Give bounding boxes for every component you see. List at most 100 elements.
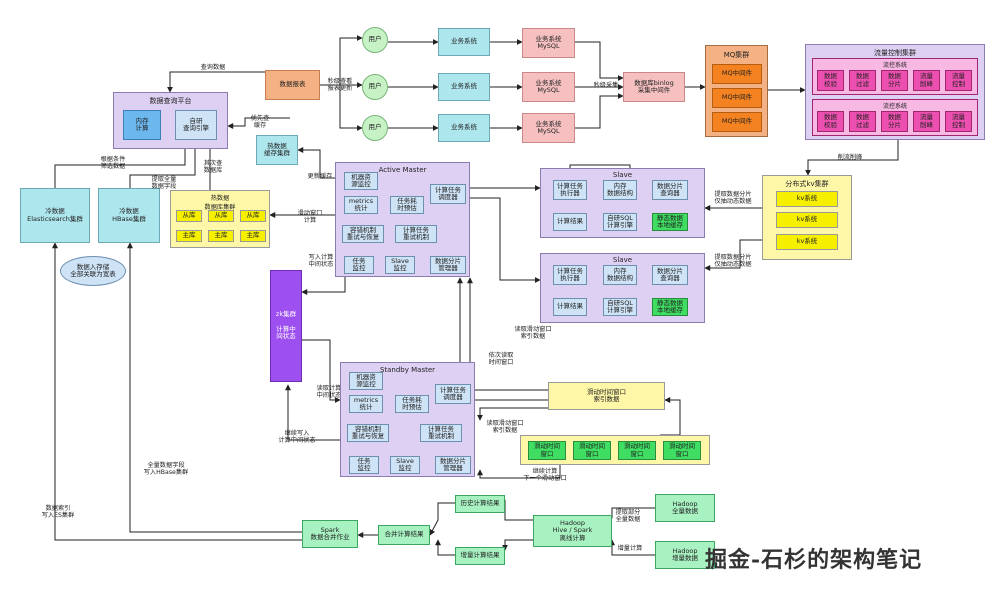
flow-title: 流量控制集群 [874, 49, 916, 57]
spark-merge-job[interactable]: Spark 数据合并作业 [302, 520, 358, 548]
label-partial-full: 提取部分 全量数据 [615, 509, 641, 524]
user-node-1[interactable]: 用户 [362, 27, 388, 53]
biz-system-3[interactable]: 业务系统 [438, 114, 490, 142]
label-read-seq: 依次读取 时间窗口 [488, 352, 514, 367]
label-extract-1: 提取数据分片 仅抽动态数据 [714, 191, 752, 206]
slave1-shard-query[interactable]: 数据分片 查询器 [652, 180, 688, 200]
hot-slave-3[interactable]: 从库 [240, 210, 266, 222]
biz-system-2[interactable]: 业务系统 [438, 73, 490, 101]
am-task-monitor[interactable]: 任务 监控 [344, 256, 374, 274]
window-4[interactable]: 滑动时间 窗口 [663, 441, 701, 460]
slave2-title: Slave [612, 256, 633, 264]
am-slave-monitor[interactable]: Slave 监控 [385, 256, 415, 274]
flow1-item-3[interactable]: 数据 分片 [881, 70, 908, 91]
label-peak-shaving: 削流削峰 [837, 154, 863, 161]
cold-es-cluster[interactable]: 冷数据 Elasticsearch集群 [20, 188, 90, 243]
window-1[interactable]: 滑动时间 窗口 [528, 441, 566, 460]
hadoop-full-data[interactable]: Hadoop 全量数据 [655, 494, 715, 522]
flow1-item-2[interactable]: 数据 过滤 [849, 70, 876, 91]
label-write-es: 数据索引 写入ES集群 [41, 505, 75, 520]
sm-resource-monitor[interactable]: 机器资 源监控 [349, 372, 383, 390]
kv-item-2[interactable]: kv系统 [776, 212, 838, 228]
hot-master-1[interactable]: 主库 [176, 230, 202, 242]
hadoop-inc-data[interactable]: Hadoop 增量数据 [655, 541, 715, 569]
flow1-item-5[interactable]: 流量 控制 [945, 70, 972, 91]
slave2-static-cache[interactable]: 静态数据 本地缓存 [652, 298, 688, 316]
am-eta[interactable]: 任务耗 时预估 [390, 196, 424, 214]
hot-cache-cluster[interactable]: 热数据 缓存集群 [256, 135, 298, 165]
window-3[interactable]: 滑动时间 窗口 [618, 441, 656, 460]
flow-sys1-title: 流控系统 [882, 62, 907, 69]
sliding-window-index[interactable]: 滑动时间窗口 索引数据 [548, 382, 665, 410]
flow1-item-4[interactable]: 流量 削峰 [913, 70, 940, 91]
cold-hbase-cluster[interactable]: 冷数据 HBase集群 [98, 188, 160, 243]
flow2-item-3[interactable]: 数据 分片 [881, 111, 908, 132]
am-retry[interactable]: 计算任务 重试机制 [395, 225, 437, 243]
watermark: 掘金-石杉的架构笔记 [705, 547, 923, 573]
window-2[interactable]: 滑动时间 窗口 [573, 441, 611, 460]
hadoop-offline[interactable]: Hadoop Hive / Spark 离线计算 [533, 515, 612, 547]
qp-memory-compute[interactable]: 内存 计算 [123, 110, 161, 140]
label-write-state: 写入计算 中间状态 [308, 254, 334, 269]
slave1-sql-engine[interactable]: 自研SQL 计算引擎 [603, 213, 637, 231]
storage-cloud: 数据入存储 全部关联为宽表 [60, 256, 126, 286]
label-cont-write: 继续写入 计算中间状态 [278, 430, 316, 445]
biz-system-1[interactable]: 业务系统 [438, 28, 490, 56]
slave2-memory[interactable]: 内存 数据结构 [603, 265, 637, 285]
sm-slave-monitor[interactable]: Slave 监控 [390, 456, 420, 474]
zk-cluster[interactable]: zk集群 计算中 间状态 [270, 270, 302, 382]
slave1-result[interactable]: 计算结果 [553, 213, 587, 231]
slave2-sql-engine[interactable]: 自研SQL 计算引擎 [603, 298, 637, 316]
qp-query-engine[interactable]: 自研 查询引擎 [175, 110, 217, 140]
label-inc-compute: 增量计算 [617, 545, 643, 552]
sm-task-monitor[interactable]: 任务 监控 [349, 456, 379, 474]
user-node-3[interactable]: 用户 [362, 115, 388, 141]
sm-scheduler[interactable]: 计算任务 调度器 [435, 384, 471, 404]
kv-item-1[interactable]: kv系统 [776, 191, 838, 207]
increment-result[interactable]: 增量计算结果 [455, 547, 505, 565]
kv-item-3[interactable]: kv系统 [776, 234, 838, 250]
slave1-executor[interactable]: 计算任务 执行器 [553, 180, 587, 200]
report-box[interactable]: 数据报表 [265, 70, 320, 100]
slave2-shard-query[interactable]: 数据分片 查询器 [652, 265, 688, 285]
merge-result[interactable]: 合并计算结果 [378, 525, 430, 545]
mq-title: MQ集群 [723, 51, 750, 59]
am-metrics[interactable]: metrics 统计 [344, 196, 378, 214]
slave2-executor[interactable]: 计算任务 执行器 [553, 265, 587, 285]
slave2-result[interactable]: 计算结果 [553, 298, 587, 316]
label-read-state: 读取计算 中间状态 [316, 385, 342, 400]
flow2-item-4[interactable]: 流量 削峰 [913, 111, 940, 132]
flow1-item-1[interactable]: 数据 校验 [817, 70, 844, 91]
mysql-2[interactable]: 业务系统 MySQL [522, 72, 575, 102]
flow2-item-1[interactable]: 数据 校验 [817, 111, 844, 132]
label-filter: 根据条件 筛选数据 [100, 156, 126, 171]
mq-item-1[interactable]: MQ中间件 [712, 64, 762, 84]
mysql-3[interactable]: 业务系统 MySQL [522, 113, 575, 143]
am-fault-tolerance[interactable]: 容错机制 重试与恢复 [342, 225, 384, 243]
sm-shard-manager[interactable]: 数据分片 管理器 [435, 456, 471, 474]
hot-master-2[interactable]: 主库 [208, 230, 234, 242]
history-result[interactable]: 历史计算结果 [455, 495, 505, 513]
hot-slave-2[interactable]: 从库 [208, 210, 234, 222]
user-node-2[interactable]: 用户 [362, 74, 388, 100]
binlog-middleware[interactable]: 数据库binlog 采集中间件 [623, 72, 685, 102]
sm-retry[interactable]: 计算任务 重试机制 [420, 424, 462, 442]
flow-sys2-title: 流控系统 [882, 103, 907, 110]
sm-eta[interactable]: 任务耗 时预估 [395, 395, 429, 413]
hot-slave-1[interactable]: 从库 [176, 210, 202, 222]
mysql-1[interactable]: 业务系统 MySQL [522, 28, 575, 58]
slave1-title: Slave [612, 171, 633, 179]
flow2-item-2[interactable]: 数据 过滤 [849, 111, 876, 132]
am-resource-monitor[interactable]: 机器资 源监控 [344, 172, 378, 190]
hot-master-3[interactable]: 主库 [240, 230, 266, 242]
slave1-static-cache[interactable]: 静态数据 本地缓存 [652, 213, 688, 231]
am-scheduler[interactable]: 计算任务 调度器 [430, 184, 466, 204]
sm-fault-tolerance[interactable]: 容错机制 重试与恢复 [347, 424, 389, 442]
sm-metrics[interactable]: metrics 统计 [349, 395, 383, 413]
label-read-idx-1: 读取滑动窗口 索引数据 [514, 326, 552, 341]
flow2-item-5[interactable]: 流量 控制 [945, 111, 972, 132]
mq-item-3[interactable]: MQ中间件 [712, 112, 762, 132]
mq-item-2[interactable]: MQ中间件 [712, 88, 762, 108]
am-shard-manager[interactable]: 数据分片 管理器 [430, 256, 466, 274]
slave1-memory[interactable]: 内存 数据结构 [603, 180, 637, 200]
